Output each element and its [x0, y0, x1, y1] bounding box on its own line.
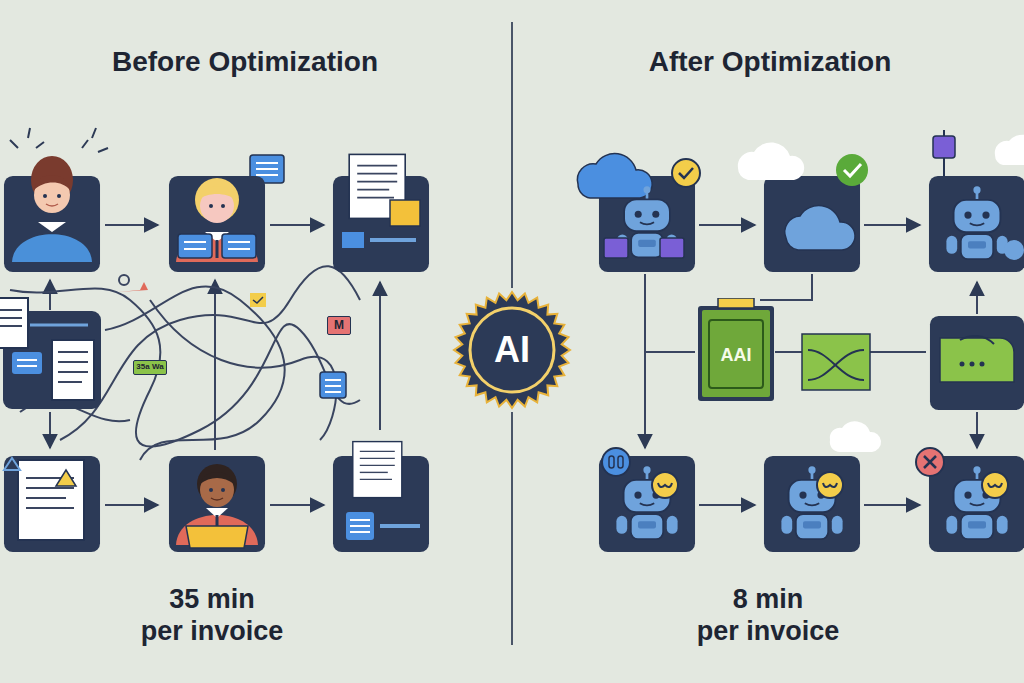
panel-heading: Before Optimization [95, 46, 395, 79]
time-caption: 8 min per invoice [666, 584, 870, 647]
time-caption: 35 min per invoice [110, 584, 314, 647]
tag-text: M [327, 316, 351, 335]
tag-text: 35a Wa [133, 360, 167, 375]
ai-tile: AAI [697, 298, 775, 402]
panel-heading: After Optimization [620, 46, 920, 79]
node-text: AI [494, 329, 530, 371]
ai-badge: AI [452, 290, 572, 410]
node-text: AAI [721, 345, 752, 366]
